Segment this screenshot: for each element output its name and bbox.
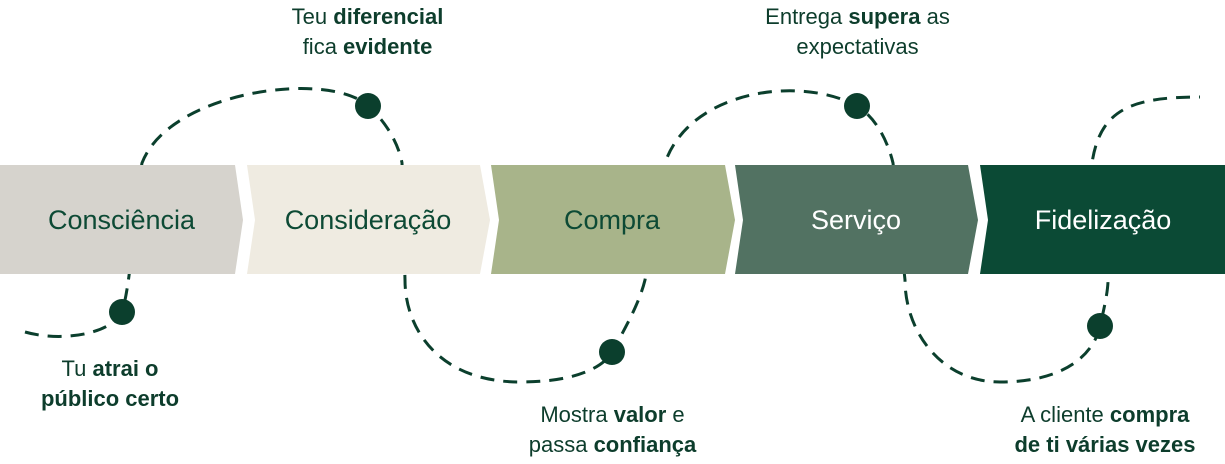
milestone-dot — [599, 339, 625, 365]
stage-fidelizacao: Fidelização — [1034, 204, 1172, 235]
milestone-dot — [1087, 313, 1113, 339]
stage-shape-2 — [247, 165, 490, 274]
caption-purchase: Mostra valor e passa confiança — [528, 402, 697, 457]
stage-servico: Serviço — [810, 204, 902, 235]
milestone-dot — [844, 93, 870, 119]
dashed-journey-line — [24, 87, 1201, 384]
stage-compra: Compra — [563, 204, 661, 235]
caption-service: Entrega supera as expectativas — [765, 4, 950, 59]
caption-consideration: Teu diferencial fica evidente — [291, 4, 444, 59]
stage-shape-3 — [491, 165, 735, 274]
stage-consideracao: Consideração — [284, 204, 452, 235]
stage-shape-5 — [980, 165, 1225, 274]
milestone-dot — [109, 299, 135, 325]
caption-awareness: Tu atrai o público certo — [40, 356, 180, 411]
stage-shape-1 — [0, 165, 243, 274]
stage-consciencia: Consciência — [47, 204, 196, 235]
milestone-dot — [355, 93, 381, 119]
stage-shape-4 — [735, 165, 978, 274]
caption-loyalty: A cliente compra de ti várias vezes — [1014, 402, 1196, 457]
